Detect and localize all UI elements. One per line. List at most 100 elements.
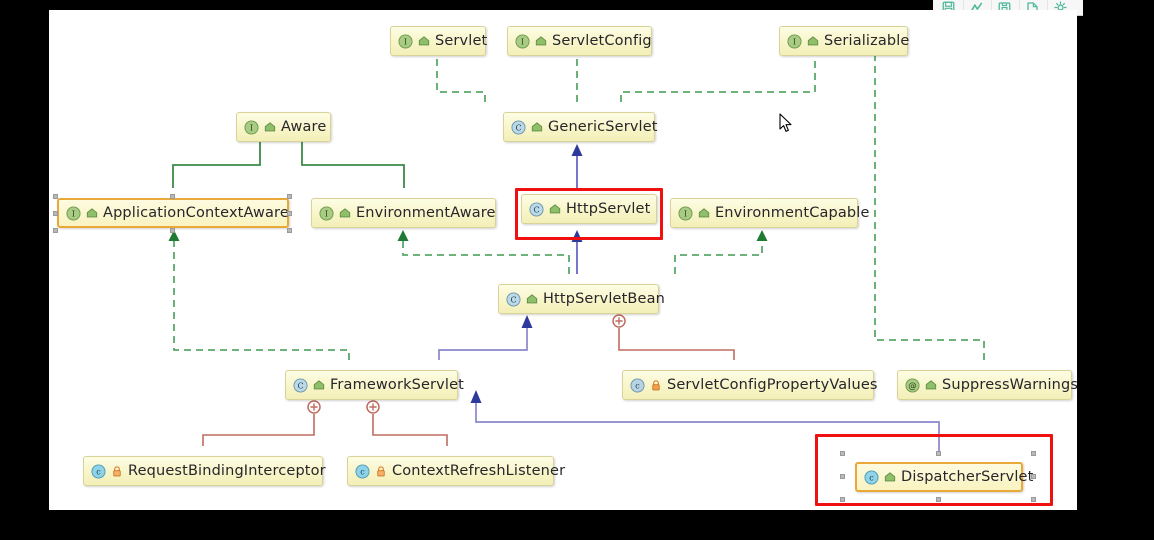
node-httpservletbean[interactable]: C HttpServletBean bbox=[498, 284, 665, 314]
interface-icon: I bbox=[515, 33, 530, 49]
selection-box-dispatcherservlet[interactable] bbox=[815, 434, 1053, 506]
inner-class-icon: c bbox=[91, 463, 106, 479]
interface-icon: I bbox=[244, 119, 259, 135]
edge-frameworkservlet-requestbindinginterceptor bbox=[202, 400, 321, 446]
node-httpservlet[interactable]: C HttpServlet bbox=[521, 194, 657, 224]
class-icon: C bbox=[511, 119, 526, 135]
selection-box-httpservlet[interactable] bbox=[515, 188, 663, 240]
node-label: ApplicationContextAware bbox=[103, 205, 289, 221]
svg-text:I: I bbox=[325, 209, 328, 218]
edge-frameworkservlet-contextrefreshlistener bbox=[366, 400, 448, 446]
edge-httpservletbean-environmentcapable bbox=[674, 230, 768, 274]
node-requestbindinginterceptor[interactable]: c RequestBindingInterceptor bbox=[83, 456, 326, 486]
interface-icon: I bbox=[66, 205, 81, 221]
node-servlet[interactable]: I Servlet bbox=[390, 26, 488, 56]
layout-icon[interactable] bbox=[963, 0, 989, 15]
tag-icon bbox=[339, 207, 351, 217]
node-applicationcontextaware[interactable]: I ApplicationContextAware bbox=[57, 198, 289, 228]
resize-handle[interactable] bbox=[1031, 497, 1036, 502]
class-icon: C bbox=[506, 291, 521, 307]
interface-icon: I bbox=[319, 205, 334, 221]
diagram-canvas[interactable]: I Servlet I ServletConfig I Serializable… bbox=[49, 10, 1078, 510]
node-label: HttpServlet bbox=[566, 201, 651, 217]
tag-icon bbox=[698, 207, 710, 217]
svg-text:C: C bbox=[510, 295, 516, 304]
resize-handle[interactable] bbox=[936, 451, 941, 456]
mouse-pointer bbox=[779, 113, 792, 132]
node-label: HttpServletBean bbox=[543, 291, 665, 307]
svg-text:C: C bbox=[297, 381, 303, 390]
node-frameworkservlet[interactable]: C FrameworkServlet bbox=[285, 370, 464, 400]
edge-dispatcherservlet-frameworkservlet bbox=[470, 390, 940, 452]
resize-handle[interactable] bbox=[287, 194, 292, 199]
svg-text:I: I bbox=[72, 209, 75, 218]
node-serializable[interactable]: I Serializable bbox=[779, 26, 910, 56]
resize-handle[interactable] bbox=[170, 228, 175, 233]
node-suppresswarnings[interactable]: @ SuppressWarnings bbox=[897, 370, 1078, 400]
node-label: ServletConfig bbox=[552, 33, 652, 49]
node-label: ContextRefreshListener bbox=[392, 463, 566, 479]
tag-icon bbox=[807, 35, 819, 45]
node-environmentaware[interactable]: I EnvironmentAware bbox=[311, 198, 496, 228]
edge-httpservletbean-environmentaware bbox=[397, 230, 570, 274]
tag-icon bbox=[418, 35, 430, 45]
interface-icon: I bbox=[787, 33, 802, 49]
resize-handle[interactable] bbox=[53, 211, 58, 216]
interface-icon: I bbox=[398, 33, 413, 49]
edge-frameworkservlet-applicationcontextaware bbox=[168, 230, 350, 360]
node-label: Aware bbox=[281, 119, 327, 135]
node-genericservlet[interactable]: C GenericServlet bbox=[503, 112, 658, 142]
node-aware[interactable]: I Aware bbox=[236, 112, 331, 142]
resize-handle[interactable] bbox=[53, 228, 58, 233]
class-icon: C bbox=[293, 377, 308, 393]
tag-icon bbox=[526, 293, 538, 303]
tag-icon bbox=[549, 203, 561, 213]
resize-handle[interactable] bbox=[840, 497, 845, 502]
svg-text:I: I bbox=[521, 37, 524, 46]
edge-httpservlet-genericservlet bbox=[571, 144, 583, 190]
tag-icon bbox=[86, 207, 98, 217]
svg-text:c: c bbox=[360, 467, 365, 476]
node-contextrefreshlistener[interactable]: c ContextRefreshListener bbox=[347, 456, 565, 486]
edge-layer bbox=[168, 44, 985, 452]
resize-handle[interactable] bbox=[53, 194, 58, 199]
tag-icon bbox=[535, 35, 547, 45]
edge-frameworkservlet-httpservletbean bbox=[438, 315, 533, 360]
node-label: FrameworkServlet bbox=[330, 377, 464, 393]
node-environmentcapable[interactable]: I EnvironmentCapable bbox=[670, 198, 869, 228]
node-label: EnvironmentAware bbox=[356, 205, 496, 221]
interface-icon: I bbox=[678, 205, 693, 221]
annotation-icon: @ bbox=[905, 377, 920, 393]
lock-icon bbox=[652, 379, 660, 390]
node-label: GenericServlet bbox=[548, 119, 658, 135]
node-dispatcherservlet[interactable]: c DispatcherServlet bbox=[855, 462, 1033, 492]
resize-handle[interactable] bbox=[840, 474, 845, 479]
resize-handle[interactable] bbox=[936, 497, 941, 502]
node-servletconfig[interactable]: I ServletConfig bbox=[507, 26, 652, 56]
node-label: DispatcherServlet bbox=[901, 469, 1034, 485]
svg-text:I: I bbox=[404, 37, 407, 46]
svg-text:I: I bbox=[793, 37, 796, 46]
svg-text:c: c bbox=[96, 467, 101, 476]
svg-text:c: c bbox=[635, 381, 640, 390]
svg-text:c: c bbox=[869, 473, 874, 482]
node-label: Servlet bbox=[435, 33, 488, 49]
node-label: SuppressWarnings bbox=[942, 377, 1079, 393]
resize-handle[interactable] bbox=[1031, 451, 1036, 456]
svg-text:C: C bbox=[515, 123, 521, 132]
node-servletconfigpropertyvalues[interactable]: c ServletConfigPropertyValues bbox=[622, 370, 877, 400]
resize-handle[interactable] bbox=[840, 451, 845, 456]
svg-text:I: I bbox=[684, 209, 687, 218]
node-label: Serializable bbox=[824, 33, 910, 49]
lock-icon bbox=[377, 465, 385, 476]
tag-icon bbox=[531, 121, 543, 131]
resize-handle[interactable] bbox=[170, 194, 175, 199]
svg-text:@: @ bbox=[908, 380, 916, 390]
resize-handle[interactable] bbox=[287, 211, 292, 216]
resize-handle[interactable] bbox=[287, 228, 292, 233]
class-icon: C bbox=[529, 201, 544, 217]
tag-icon bbox=[264, 121, 276, 131]
resize-handle[interactable] bbox=[1031, 474, 1036, 479]
node-label: RequestBindingInterceptor bbox=[128, 463, 326, 479]
